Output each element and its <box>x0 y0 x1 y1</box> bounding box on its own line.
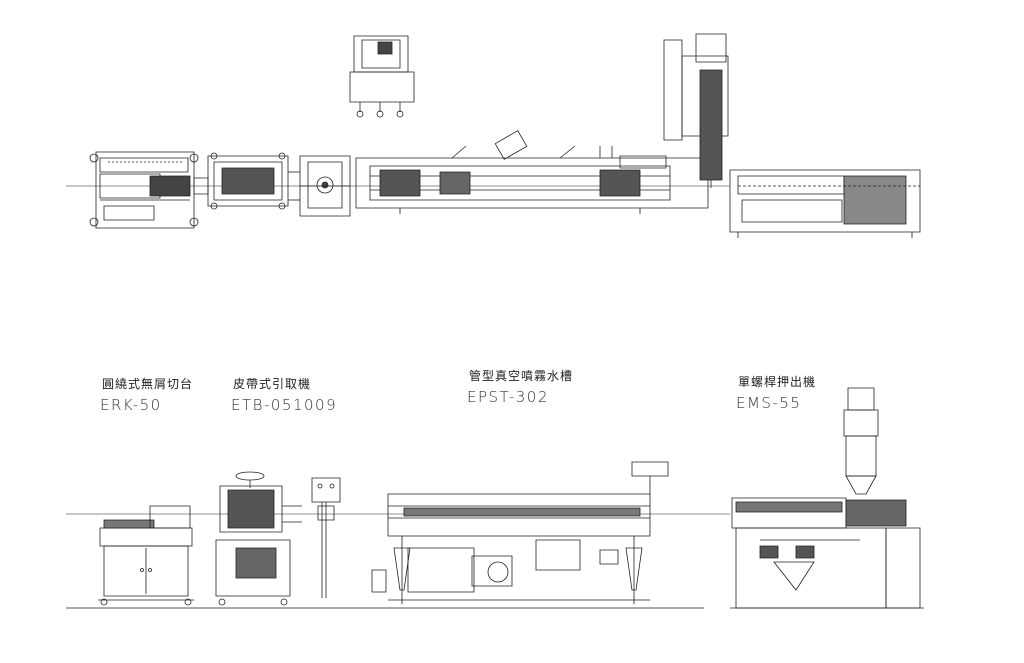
puller-model: ETB-051009 <box>231 396 338 414</box>
junction-box-plan <box>300 156 350 216</box>
puller-plan <box>208 153 300 209</box>
puller-elevation <box>216 472 302 605</box>
control-box-elevation <box>312 478 340 598</box>
cutter-model: ERK-50 <box>100 396 162 414</box>
tank-model: EPST-302 <box>467 388 549 406</box>
vacuum-pump-plan <box>350 36 414 117</box>
extruder-name: 單螺桿押出機 <box>738 375 817 389</box>
extruder-plan <box>730 170 920 238</box>
tank-elevation <box>372 462 668 604</box>
tank-plan <box>356 131 708 214</box>
tank-name: 管型真空噴霧水槽 <box>469 369 574 383</box>
side-view <box>66 388 924 608</box>
extruder-head-plan <box>664 34 728 188</box>
cutter-elevation <box>98 506 194 605</box>
top-view <box>66 34 920 238</box>
cutter-plan <box>90 152 208 228</box>
puller-name: 皮帶式引取機 <box>233 377 312 391</box>
cutter-name: 圓繞式無屑切台 <box>102 377 194 391</box>
extruder-elevation <box>730 388 924 608</box>
extruder-model: EMS-55 <box>736 394 802 412</box>
